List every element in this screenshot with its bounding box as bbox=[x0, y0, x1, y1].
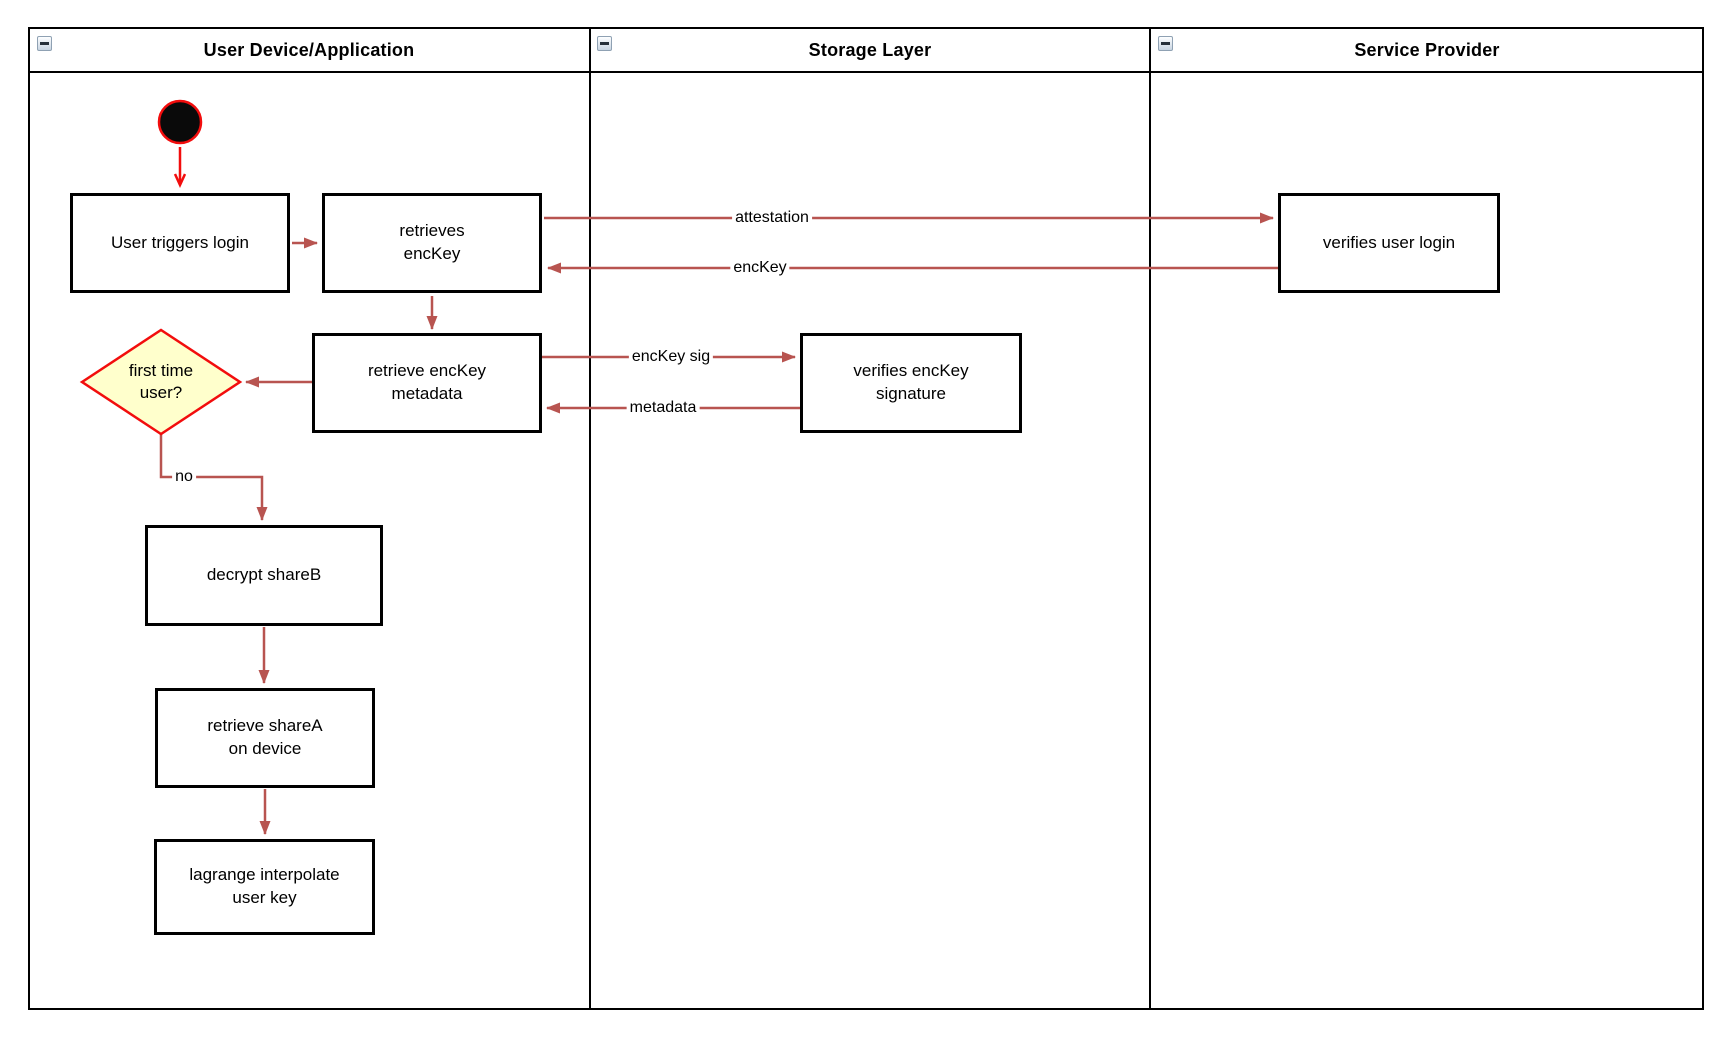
collapse-lane-icon[interactable] bbox=[1158, 36, 1173, 51]
minus-icon bbox=[600, 42, 609, 45]
edge-label-attestation: attestation bbox=[732, 209, 812, 227]
edge-label-enckey-sig: encKey sig bbox=[628, 348, 714, 366]
node-decrypt-shareb[interactable]: decrypt shareB bbox=[145, 525, 383, 626]
lane-divider-2 bbox=[1149, 27, 1151, 1010]
minus-icon bbox=[1161, 42, 1170, 45]
decision-label: first time user? bbox=[128, 360, 194, 402]
edge-label-no: no bbox=[172, 468, 196, 486]
pool-border bbox=[28, 27, 1704, 1010]
lane-header-divider bbox=[28, 71, 1704, 73]
minus-icon bbox=[40, 42, 49, 45]
lane-title-storage-layer: Storage Layer bbox=[808, 40, 932, 60]
node-user-triggers-login[interactable]: User triggers login bbox=[70, 193, 290, 293]
node-retrieves-enckey[interactable]: retrieves encKey bbox=[322, 193, 542, 293]
lane-title-service-provider: Service Provider bbox=[1354, 40, 1500, 60]
lane-title-user-device: User Device/Application bbox=[203, 40, 415, 60]
node-verifies-user-login[interactable]: verifies user login bbox=[1278, 193, 1500, 293]
edge-label-enckey: encKey bbox=[730, 259, 790, 277]
collapse-lane-icon[interactable] bbox=[597, 36, 612, 51]
collapse-lane-icon[interactable] bbox=[37, 36, 52, 51]
node-retrieve-sharea[interactable]: retrieve shareA on device bbox=[155, 688, 375, 788]
node-lagrange-interpolate[interactable]: lagrange interpolate user key bbox=[154, 839, 375, 935]
node-retrieve-enckey-metadata[interactable]: retrieve encKey metadata bbox=[312, 333, 542, 433]
lane-divider-1 bbox=[589, 27, 591, 1010]
edge-label-metadata: metadata bbox=[626, 399, 700, 417]
node-verifies-enckey-signature[interactable]: verifies encKey signature bbox=[800, 333, 1022, 433]
